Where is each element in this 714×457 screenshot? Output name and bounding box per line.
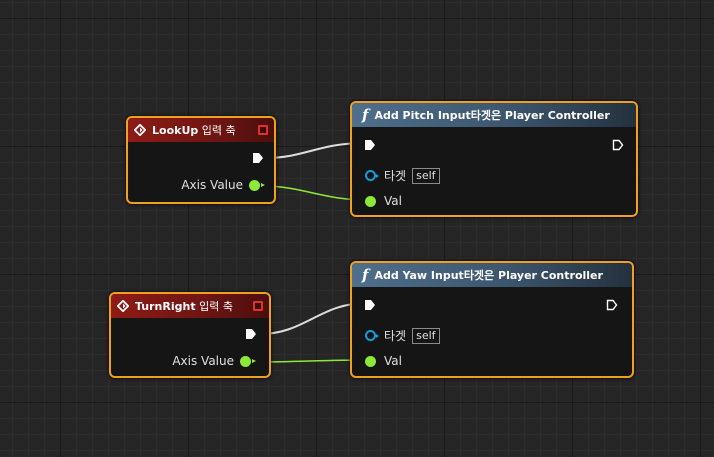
- target-self-field[interactable]: self: [412, 167, 440, 184]
- add-pitch-target-row: 타겟 self: [365, 167, 440, 184]
- val-label: Val: [384, 354, 402, 368]
- add-pitch-exec-in-row: [364, 139, 376, 151]
- lookup-exec-out-row: [252, 152, 264, 164]
- add-yaw-exec-out-row: [606, 299, 618, 311]
- val-label: Val: [384, 194, 402, 208]
- lookup-node-header[interactable]: LookUp 입력 축: [128, 118, 274, 142]
- axis-value-label: Axis Value: [172, 354, 234, 368]
- add-yaw-node-title: Add Yaw Input타겟은 Player Controller: [374, 269, 603, 282]
- target-label: 타겟: [384, 329, 407, 343]
- turnright-exec-out-row: [245, 328, 257, 340]
- target-self-field[interactable]: self: [412, 327, 440, 344]
- add-yaw-input-node[interactable]: f Add Yaw Input타겟은 Player Controller 타겟 …: [350, 261, 634, 378]
- turnright-node-header[interactable]: TurnRight 입력 축: [111, 294, 269, 318]
- turnright-event-node[interactable]: TurnRight 입력 축 Axis Value: [109, 292, 271, 378]
- add-pitch-exec-out-row: [612, 139, 624, 151]
- target-pin-icon[interactable]: [365, 330, 379, 341]
- exec-out-pin-icon[interactable]: [245, 328, 257, 340]
- exec-in-pin-icon[interactable]: [364, 139, 376, 151]
- val-in-pin-icon[interactable]: [365, 355, 376, 367]
- add-pitch-node-title: Add Pitch Input타겟은 Player Controller: [374, 109, 610, 122]
- delegate-pin-icon[interactable]: [258, 125, 268, 135]
- add-yaw-target-row: 타겟 self: [365, 327, 440, 344]
- axis-value-label: Axis Value: [181, 178, 243, 192]
- add-pitch-val-row: Val: [365, 194, 402, 208]
- delegate-pin-icon[interactable]: [253, 301, 263, 311]
- turnright-node-title: TurnRight 입력 축: [135, 300, 233, 313]
- add-yaw-val-row: Val: [365, 354, 402, 368]
- lookup-event-node[interactable]: LookUp 입력 축 Axis Value: [126, 116, 276, 204]
- lookup-node-title: LookUp 입력 축: [152, 124, 236, 137]
- function-icon: f: [362, 106, 369, 124]
- exec-out-pin-icon[interactable]: [612, 139, 624, 151]
- exec-out-pin-icon[interactable]: [606, 299, 618, 311]
- add-yaw-node-header[interactable]: f Add Yaw Input타겟은 Player Controller: [352, 263, 632, 287]
- target-pin-icon[interactable]: [365, 170, 379, 181]
- event-diamond-icon: [117, 300, 129, 312]
- exec-out-pin-icon[interactable]: [252, 152, 264, 164]
- event-diamond-icon: [134, 124, 146, 136]
- axis-value-out-pin-icon[interactable]: [240, 355, 256, 367]
- add-yaw-exec-in-row: [364, 299, 376, 311]
- add-pitch-node-header[interactable]: f Add Pitch Input타겟은 Player Controller: [352, 103, 636, 127]
- axis-value-out-pin-icon[interactable]: [249, 179, 265, 191]
- exec-in-pin-icon[interactable]: [364, 299, 376, 311]
- val-in-pin-icon[interactable]: [365, 195, 376, 207]
- lookup-axis-value-row: Axis Value: [181, 178, 265, 192]
- add-pitch-input-node[interactable]: f Add Pitch Input타겟은 Player Controller 타…: [350, 101, 638, 217]
- target-label: 타겟: [384, 169, 407, 183]
- turnright-axis-value-row: Axis Value: [172, 354, 256, 368]
- function-icon: f: [362, 266, 369, 284]
